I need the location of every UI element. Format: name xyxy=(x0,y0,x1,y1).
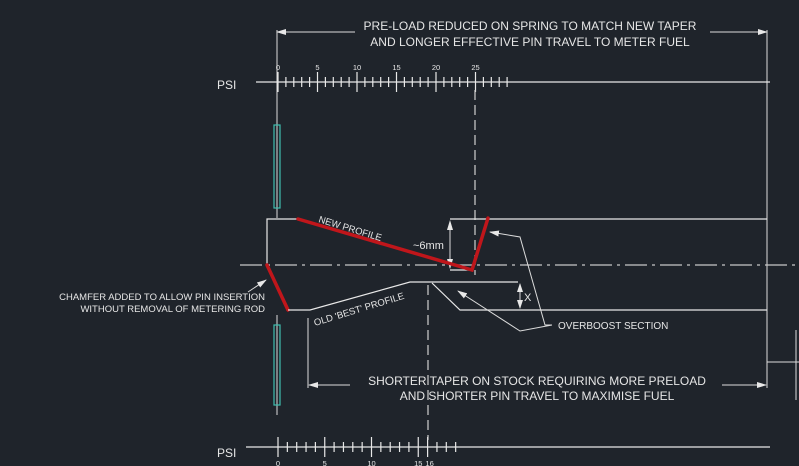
old-profile: X OLD 'BEST' PROFILE xyxy=(288,281,767,329)
top-note-line1: PRE-LOAD REDUCED ON SPRING TO MATCH NEW … xyxy=(364,19,697,33)
scale-tick-label: 5 xyxy=(315,63,319,72)
overboost-label: OVERBOOST SECTION xyxy=(558,321,668,332)
scale-tick-label: 10 xyxy=(353,63,361,72)
metering-pin xyxy=(273,100,281,415)
scale-tick-label: 15 xyxy=(414,459,422,466)
chamfer-line2: WITHOUT REMOVAL OF METERING ROD xyxy=(80,304,265,315)
bottom-note-line1: SHORTER TAPER ON STOCK REQUIRING MORE PR… xyxy=(368,374,706,388)
scale-tick-label: 20 xyxy=(432,63,440,72)
six-mm-label: ~6mm xyxy=(413,240,444,252)
x-dim-label: X xyxy=(524,292,532,304)
bottom-dimension: SHORTER TAPER ON STOCK REQUIRING MORE PR… xyxy=(307,318,767,403)
scale-tick-label: 5 xyxy=(323,459,327,466)
scale-tick-label: 15 xyxy=(392,63,400,72)
right-edge-fragment xyxy=(767,330,799,400)
scale-tick-label: 0 xyxy=(276,63,280,72)
scale-tick-label: 0 xyxy=(276,459,280,466)
top-psi-label: PSI xyxy=(217,78,236,92)
top-note-line2: AND LONGER EFFECTIVE PIN TRAVEL TO METER… xyxy=(370,35,690,49)
chamfer-line1: CHAMFER ADDED TO ALLOW PIN INSERTION xyxy=(59,292,265,303)
new-profile: NEW PROFILE ~6mm xyxy=(266,214,767,273)
bottom-psi-label: PSI xyxy=(217,446,236,460)
overboost-callout: OVERBOOST SECTION xyxy=(457,230,668,332)
bottom-note-line2: AND SHORTER PIN TRAVEL TO MAXIMISE FUEL xyxy=(400,389,675,403)
top-psi-scale: PSI 0 5 10 15 20 25 xyxy=(217,63,770,92)
chamfer xyxy=(265,263,290,312)
top-dimension: PRE-LOAD REDUCED ON SPRING TO MATCH NEW … xyxy=(276,19,768,388)
scale-tick-label: 10 xyxy=(367,459,375,466)
scale-tick-label: 25 xyxy=(471,63,479,72)
scale-tick-label: 16 xyxy=(425,459,433,466)
chamfer-callout: CHAMFER ADDED TO ALLOW PIN INSERTION WIT… xyxy=(59,279,267,315)
